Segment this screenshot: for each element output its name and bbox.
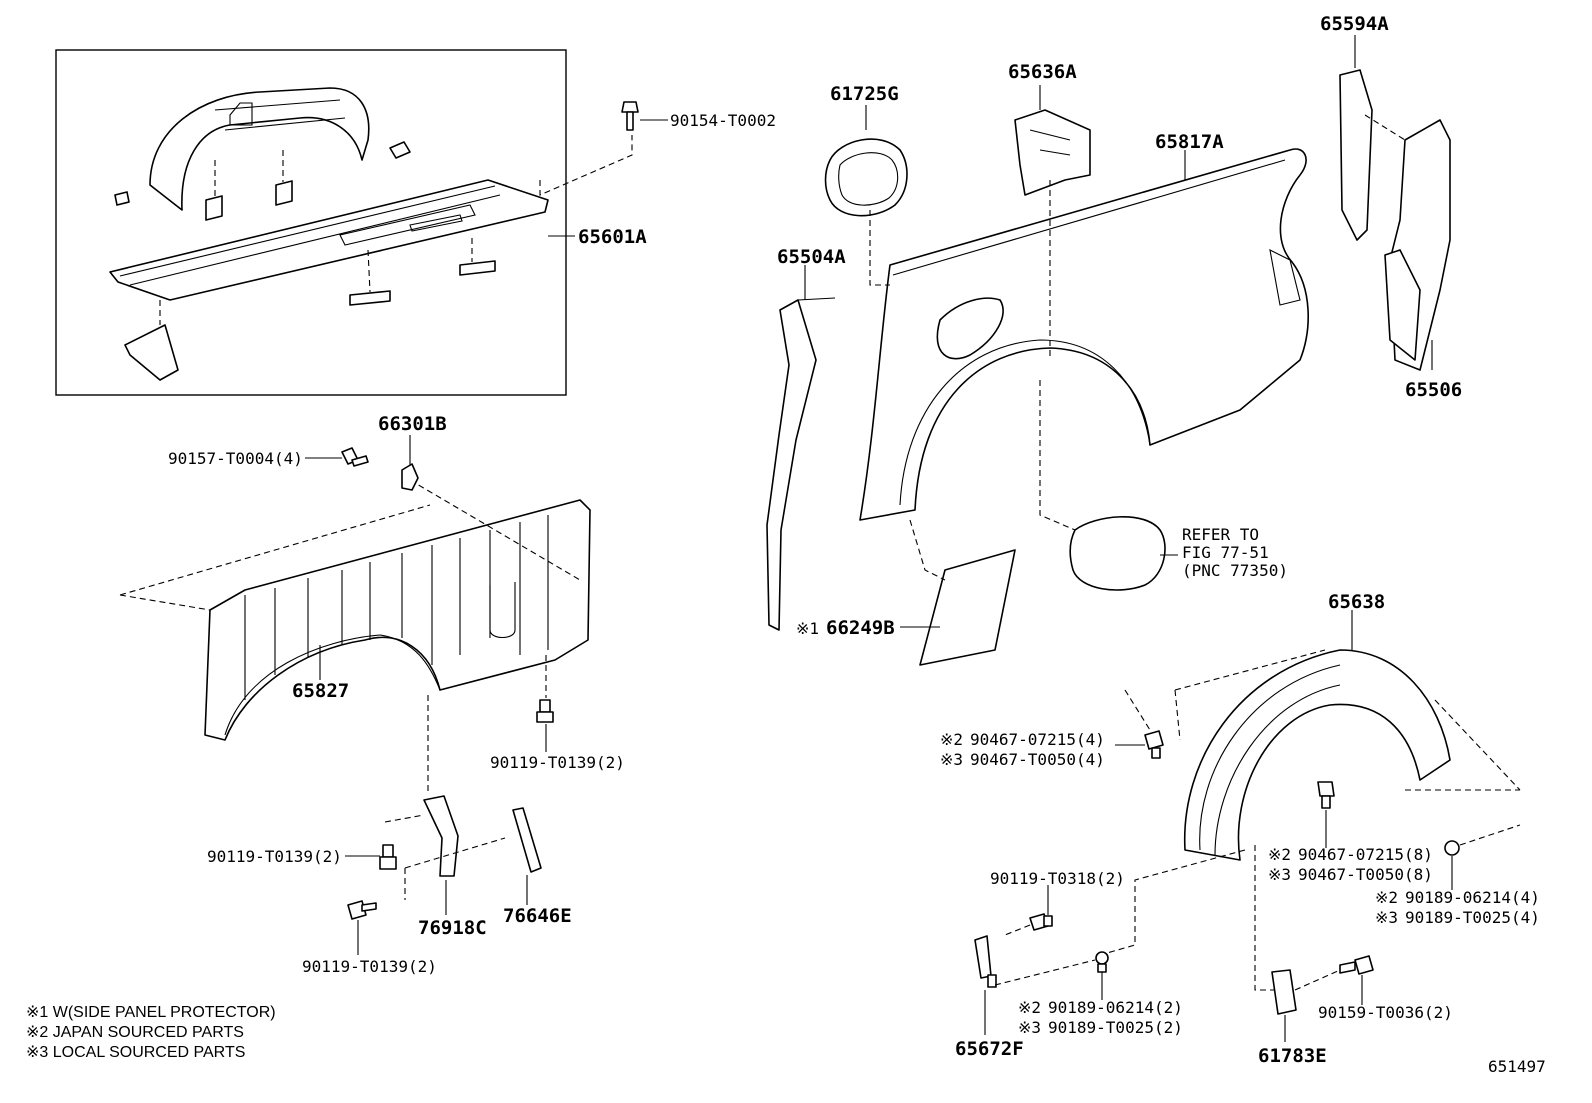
label-90119-d: 90119-T0318(2) <box>990 869 1125 888</box>
fuel-ring-61725G <box>824 138 908 217</box>
bracket-65672F <box>974 935 997 988</box>
fuel-lid <box>1069 516 1166 591</box>
label-66249B: 66249B <box>826 617 895 639</box>
label-90467-c: 90467-07215(8) <box>1298 845 1433 864</box>
mark-90189-b: ※3 <box>1375 908 1398 927</box>
label-90157: 90157-T0004(4) <box>168 449 303 468</box>
label-76918C: 76918C <box>418 917 487 939</box>
mark-90467-c: ※2 <box>1268 845 1291 864</box>
label-65827: 65827 <box>292 680 349 702</box>
label-65636A: 65636A <box>1008 61 1077 83</box>
assembly-frame <box>55 49 567 396</box>
bolt-90159 <box>1339 955 1374 975</box>
label-65504A: 65504A <box>777 246 846 268</box>
bolt-90119-b <box>379 844 397 870</box>
nut-90189-a <box>1444 840 1460 856</box>
bracket-76918C <box>423 795 459 877</box>
label-65817A: 65817A <box>1155 131 1224 153</box>
small-brackets <box>114 141 496 381</box>
label-90119-b: 90119-T0139(2) <box>207 847 342 866</box>
panel-65506 <box>1384 119 1451 371</box>
label-61725G: 61725G <box>830 83 899 105</box>
refer-line-2: FIG 77-51 <box>1182 543 1269 562</box>
upper-wheelhouse-panel <box>149 87 370 211</box>
nut-90189-c <box>1095 951 1109 973</box>
refer-line-3: (PNC 77350) <box>1182 561 1288 580</box>
mark-90189-d: ※3 <box>1018 1018 1041 1037</box>
plate-61783E <box>1271 969 1297 1015</box>
bolt-90119-d <box>1029 913 1053 931</box>
clip-90467-a <box>1144 730 1164 759</box>
label-90159: 90159-T0036(2) <box>1318 1003 1453 1022</box>
label-66301B: 66301B <box>378 413 447 435</box>
label-65638: 65638 <box>1328 591 1385 613</box>
clip-66301B <box>401 463 419 491</box>
label-90189-a: 90189-06214(4) <box>1405 888 1540 907</box>
label-90467-a: 90467-07215(4) <box>970 730 1105 749</box>
bracket-65636A <box>1014 109 1091 196</box>
panel-65594A <box>1339 69 1373 241</box>
label-90189-d: 90189-T0025(2) <box>1048 1018 1183 1037</box>
inner-side-panel-65827 <box>204 499 591 741</box>
floor-side-rail <box>109 179 549 301</box>
label-65506: 65506 <box>1405 379 1462 401</box>
label-90154: 90154-T0002 <box>670 111 776 130</box>
label-90189-b: 90189-T0025(4) <box>1405 908 1540 927</box>
label-90189-c: 90189-06214(2) <box>1048 998 1183 1017</box>
bolt-90119-a <box>536 699 554 723</box>
bolt-90154 <box>621 101 639 131</box>
bolt-90157 <box>341 447 369 467</box>
quarter-panel-65817A <box>859 148 1309 521</box>
label-76646E: 76646E <box>503 905 572 927</box>
mark-90467-a: ※2 <box>940 730 963 749</box>
pillar-65504A <box>766 297 836 631</box>
bolt-90119-c <box>347 900 377 920</box>
label-65594A: 65594A <box>1320 13 1389 35</box>
mark-66249B: ※1 <box>796 619 819 638</box>
note-3: ※3 LOCAL SOURCED PARTS <box>26 1044 245 1061</box>
mark-90467-d: ※3 <box>1268 865 1291 884</box>
note-2: ※2 JAPAN SOURCED PARTS <box>26 1024 244 1041</box>
label-61783E: 61783E <box>1258 1045 1327 1067</box>
label-90119-a: 90119-T0139(2) <box>490 753 625 772</box>
bracket-76646E <box>512 807 542 873</box>
label-65672F: 65672F <box>955 1038 1024 1060</box>
mark-90467-b: ※3 <box>940 750 963 769</box>
mark-90189-c: ※2 <box>1018 998 1041 1017</box>
diagram-id: 651497 <box>1488 1057 1546 1076</box>
note-1: ※1 W(SIDE PANEL PROTECTOR) <box>26 1004 276 1021</box>
protector-66249B <box>919 549 1016 666</box>
mark-90189-a: ※2 <box>1375 888 1398 907</box>
label-90467-b: 90467-T0050(4) <box>970 750 1105 769</box>
label-90119-c: 90119-T0139(2) <box>302 957 437 976</box>
refer-line-1: REFER TO <box>1182 525 1259 544</box>
label-65601A: 65601A <box>578 226 647 248</box>
label-90467-d: 90467-T0050(8) <box>1298 865 1433 884</box>
fender-liner-65638 <box>1183 649 1451 861</box>
clip-90467-c <box>1317 781 1335 809</box>
